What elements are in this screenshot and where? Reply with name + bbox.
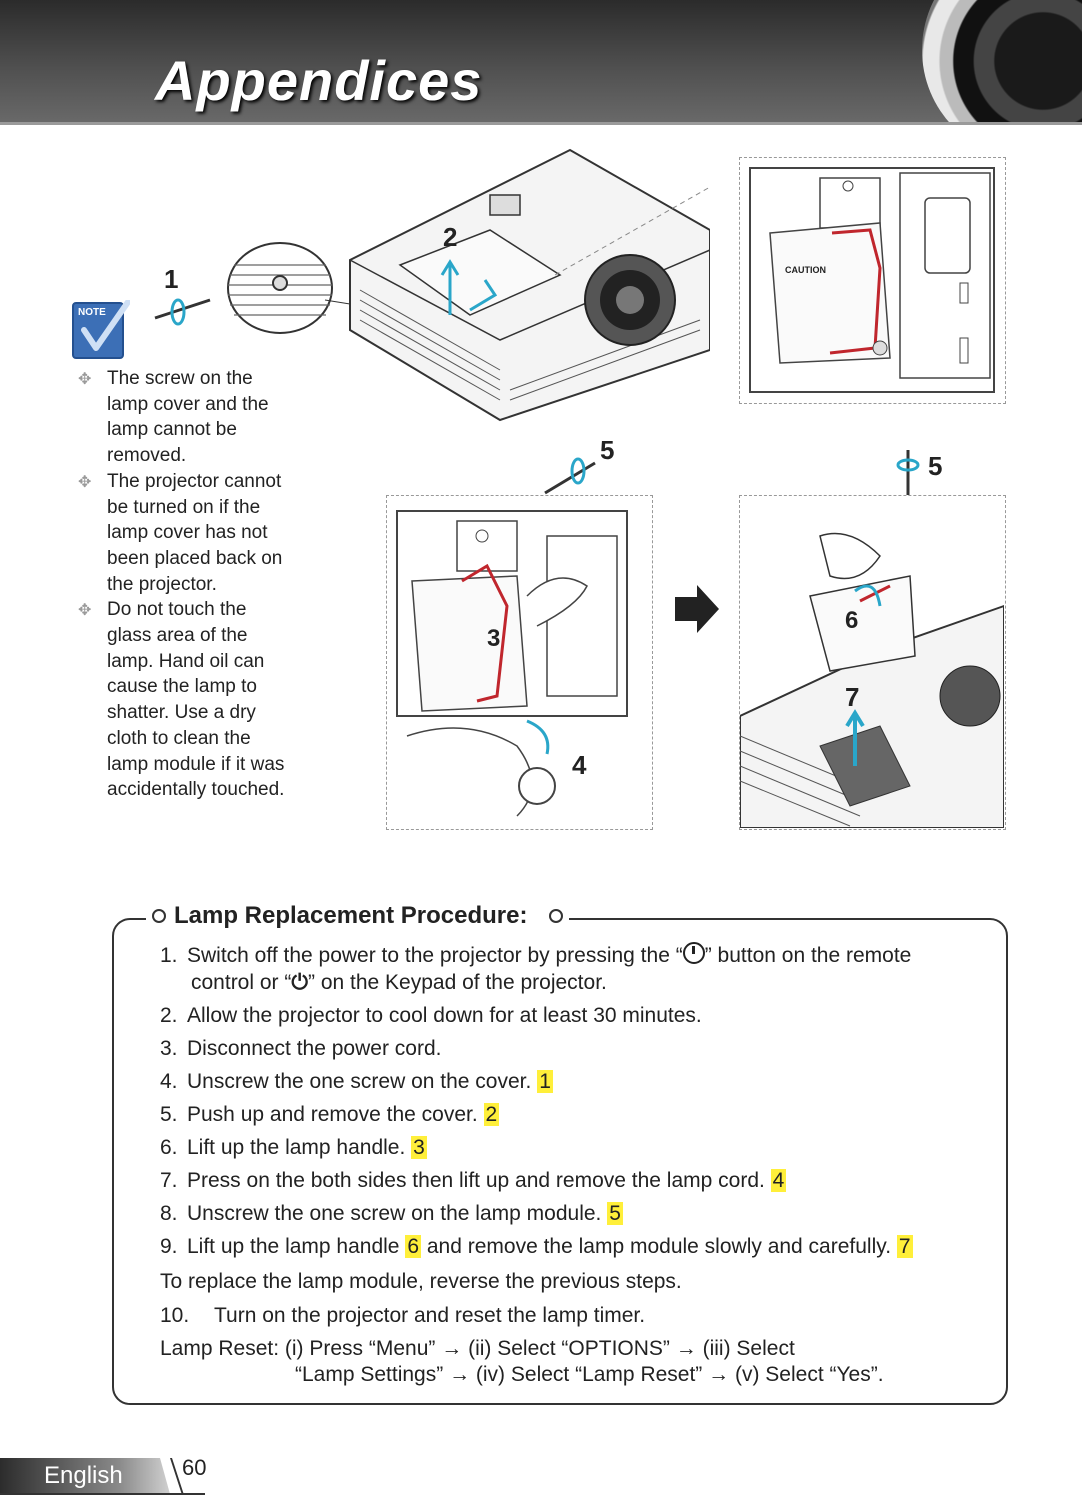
step-item: 8.Unscrew the one screw on the lamp modu… xyxy=(160,1202,623,1225)
lamp-reset-line: Lamp Reset: (i) Press “Menu” → (ii) Sele… xyxy=(160,1337,795,1360)
arrow-right-icon xyxy=(675,585,719,633)
callout-5b: 5 xyxy=(928,451,942,481)
callout-7: 7 xyxy=(845,682,859,712)
procedure-title: Lamp Replacement Procedure: xyxy=(174,902,528,929)
power-button-icon xyxy=(682,942,705,964)
step-item: 1.Switch off the power to the projector … xyxy=(160,942,912,967)
page-title: Appendices xyxy=(155,49,483,112)
step-item: 5.Push up and remove the cover. 2 xyxy=(160,1103,500,1126)
page-number: 60 xyxy=(182,1455,207,1480)
callout-1: 1 xyxy=(164,264,178,294)
callout-5a: 5 xyxy=(600,435,614,465)
step-item: 7.Press on the both sides then lift up a… xyxy=(160,1169,787,1192)
page-header: Appendices xyxy=(0,0,1082,125)
step-item: 10.Turn on the projector and reset the l… xyxy=(160,1304,646,1327)
note-list: ✥The screw on the lamp cover and the lam… xyxy=(78,366,293,803)
projector-lens-graphic xyxy=(922,0,1082,125)
header-rule xyxy=(0,122,1082,125)
callout-2: 2 xyxy=(443,222,457,252)
step-item-cont: control or “⏻” on the Keypad of the proj… xyxy=(191,971,607,994)
projector-cover-removal-illustration: 1 2 xyxy=(154,148,710,422)
language-tab xyxy=(0,1458,170,1494)
replace-note: To replace the lamp module, reverse the … xyxy=(160,1270,682,1293)
lamp-handle-inset: 3 4 xyxy=(386,495,653,830)
lamp-reset-line-cont: “Lamp Settings” → (iv) Select “Lamp Rese… xyxy=(295,1363,884,1386)
callout-3: 3 xyxy=(487,625,500,652)
lamp-module-diagram: CAUTION xyxy=(749,167,995,393)
ref-badge: 3 xyxy=(411,1136,427,1159)
callout-4: 4 xyxy=(572,750,587,780)
procedure-header: Lamp Replacement Procedure: xyxy=(146,902,570,930)
step-item: 6.Lift up the lamp handle. 3 xyxy=(160,1136,427,1159)
lamp-removal-diagram: 6 7 xyxy=(739,532,1005,829)
lamp-removal-inset: 6 7 xyxy=(739,495,1006,830)
language-label: English xyxy=(44,1462,123,1489)
diamond-bullet-icon: ✥ xyxy=(78,602,92,620)
lamp-handle-diagram: 3 4 xyxy=(396,510,628,817)
diamond-bullet-icon: ✥ xyxy=(78,371,92,388)
note-item: ✥Do not touch the glass area of the lamp… xyxy=(78,599,285,801)
step-item: 4.Unscrew the one screw on the cover. 1 xyxy=(160,1070,553,1093)
ref-badge: 2 xyxy=(483,1103,500,1126)
screwdriver-5-right: 5 xyxy=(896,450,942,503)
step-item: 2.Allow the projector to cool down for a… xyxy=(160,1004,702,1027)
note-item: ✥The projector cannot be turned on if th… xyxy=(78,470,283,595)
keypad-power-icon: ⏻ xyxy=(291,971,308,994)
footer-rule xyxy=(0,1493,205,1495)
ref-badge: 7 xyxy=(896,1235,913,1258)
ref-badge: 6 xyxy=(405,1235,422,1258)
ref-badge: 1 xyxy=(537,1070,553,1093)
lamp-module-inset: CAUTION xyxy=(739,157,1006,404)
step-item: 3.Disconnect the power cord. xyxy=(160,1037,442,1060)
title-dot-left-icon xyxy=(152,909,166,923)
ref-badge: 4 xyxy=(770,1169,787,1192)
note-icon: NOTE xyxy=(72,300,130,359)
caution-label: CAUTION xyxy=(785,265,826,275)
svg-text:NOTE: NOTE xyxy=(78,307,106,318)
callout-6: 6 xyxy=(845,607,858,634)
title-dot-right-icon xyxy=(549,909,564,923)
ref-badge: 5 xyxy=(607,1202,623,1225)
note-item: ✥The screw on the lamp cover and the lam… xyxy=(78,368,269,467)
step-item: 9.Lift up the lamp handle 6 and remove t… xyxy=(160,1235,913,1258)
diamond-bullet-icon: ✥ xyxy=(78,473,92,491)
screwdriver-5-left: 5 xyxy=(544,435,614,495)
